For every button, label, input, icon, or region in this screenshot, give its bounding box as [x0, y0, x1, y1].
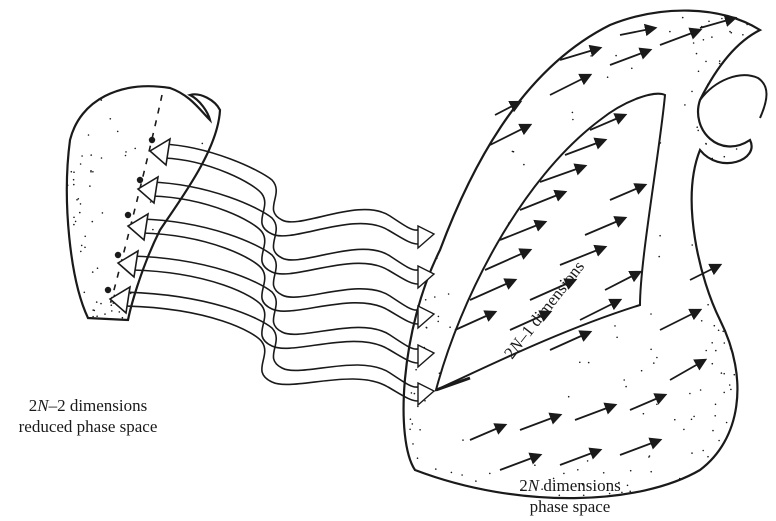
full-dims: dimensions — [539, 476, 621, 495]
reduced-dims: –2 dimensions — [49, 396, 148, 415]
full-subtitle: phase space — [490, 496, 650, 517]
full-dims-line: 2N dimensions — [490, 475, 650, 496]
full-phase-space-caption: 2N dimensions phase space — [490, 475, 650, 517]
reduced-phase-space-surface — [61, 86, 222, 326]
full-prefix: 2 — [519, 476, 528, 495]
full-var: N — [528, 476, 539, 495]
reduced-var: N — [37, 396, 48, 415]
reduced-prefix: 2 — [29, 396, 38, 415]
reduced-subtitle: reduced phase space — [8, 416, 168, 437]
reduced-dims-line: 2N–2 dimensions — [8, 395, 168, 416]
reduced-phase-space-caption: 2N–2 dimensions reduced phase space — [8, 395, 168, 437]
